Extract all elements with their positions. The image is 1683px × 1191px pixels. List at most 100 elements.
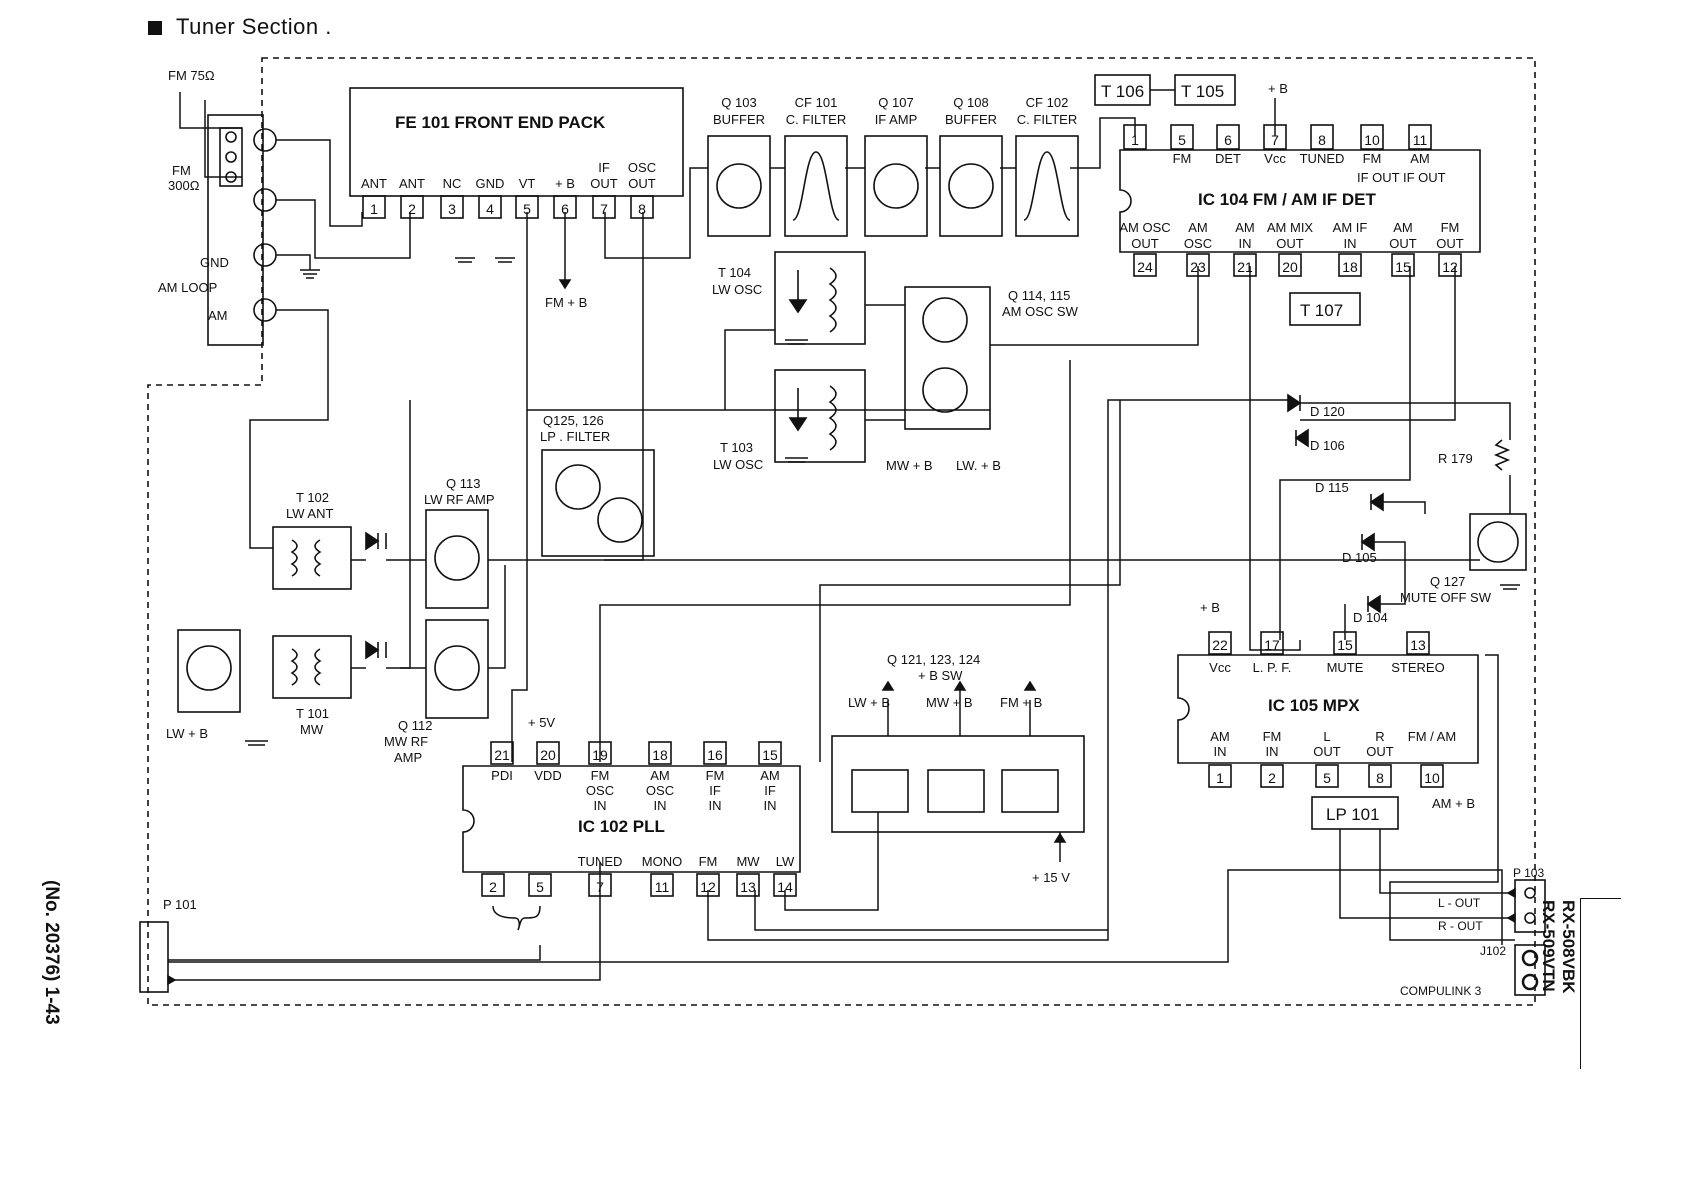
ic105-bot-pin-2-num: 2 (1268, 770, 1276, 786)
ic104-top-label-11: AM (1410, 151, 1430, 166)
am-loop-label: AM LOOP (158, 280, 217, 295)
q114-lw-b: LW. + B (956, 458, 1001, 473)
j102-jack-1-icon (1521, 949, 1539, 967)
transistor-icon-3 (948, 163, 994, 209)
fe101-pin-label-top-8: OSC (628, 160, 656, 175)
q124-switch-icon (1001, 769, 1059, 813)
ic105-box (1177, 654, 1479, 764)
ic104-top-pin-6-num: 6 (1224, 132, 1232, 148)
q125-ref: Q125, 126 (543, 413, 604, 428)
t107-label: T 107 (1300, 301, 1343, 320)
ic105-top-pin-15-num: 15 (1337, 637, 1353, 653)
ic102-top-label-16-2: IN (709, 798, 722, 813)
ic102-top-label-19-1: OSC (586, 783, 614, 798)
ceramic-filter-icon-4 (1023, 151, 1071, 221)
t104-label: LW OSC (712, 282, 762, 297)
ic102-top-label-16-1: IF (709, 783, 721, 798)
bullet-square-icon (148, 21, 162, 36)
ic102-top-label-15-2: IN (764, 798, 777, 813)
if-stage-box-4 (1015, 135, 1079, 237)
q121-ref: Q 121, 123, 124 (887, 652, 980, 667)
ic104-bot-pin-12-box (1438, 253, 1462, 277)
q112-transistor-icon (434, 645, 480, 691)
ic102-top-pin-20-box (536, 741, 560, 765)
ic104-bot-pin-20-num: 20 (1282, 259, 1298, 275)
ic104-bot-pin-18-num: 18 (1342, 259, 1358, 275)
ic102-bot-label-14: LW (776, 854, 795, 869)
if-stage-box-3 (939, 135, 1003, 237)
ic102-top-label-15-1: IF (764, 783, 776, 798)
ic105-bot-label2-2: IN (1266, 744, 1279, 759)
ic104-bot-label1-23: AM (1188, 220, 1208, 235)
ic105-top-label-17: L. P. F. (1253, 660, 1292, 675)
lp101-label: LP 101 (1326, 805, 1380, 824)
ic105-top-label-13: STEREO (1391, 660, 1444, 675)
fe101-pin-2-num: 2 (408, 201, 416, 217)
t103-label: LW OSC (713, 457, 763, 472)
ic105-top-pin-17-box (1260, 631, 1284, 655)
q113-ref: Q 113 (446, 476, 480, 491)
q127-transistor-icon (1477, 521, 1519, 563)
ic104-top-pin-5-box (1170, 124, 1194, 150)
q121-label: + B SW (918, 668, 963, 683)
q121-plus15: + 15 V (1032, 870, 1070, 885)
fe101-pin-label-bot-7: OUT (590, 176, 618, 191)
q114-mw-b: MW + B (886, 458, 933, 473)
ic102-bot-label-12: FM (699, 854, 718, 869)
ic105-title: IC 105 MPX (1268, 696, 1360, 715)
ic102-bot-label-13: MW (736, 854, 760, 869)
ic105-bot-pin-5-box (1315, 764, 1339, 788)
ic102-top-label-21-0: PDI (491, 768, 513, 783)
ic104-bot-pin-12-num: 12 (1442, 259, 1458, 275)
t101-label: MW (300, 722, 324, 737)
ic105-bot-pin-5-num: 5 (1323, 770, 1331, 786)
ic104-bot-label1-21: AM (1235, 220, 1255, 235)
ic104-bot-pin-15-num: 15 (1395, 259, 1411, 275)
fm75-label: FM 75Ω (168, 68, 215, 83)
mw-osc-transistor-icon (186, 645, 232, 691)
ic104-top-pin-11-num: 11 (1413, 132, 1428, 148)
q112-label-2: AMP (394, 750, 422, 765)
ic104-bot-pin-24-num: 24 (1137, 259, 1153, 275)
ic105-bot-pin-8-box (1368, 764, 1392, 788)
ic102-bot-pin-2-box (481, 873, 505, 897)
ic102-plus5v: + 5V (528, 715, 555, 730)
l-out-label: L - OUT (1438, 896, 1481, 910)
fe101-pin-label-5: VT (519, 176, 536, 191)
page-title-text: Tuner Section . (176, 14, 332, 39)
if-stage-label-0: BUFFER (713, 112, 765, 127)
ic102-title: IC 102 PLL (578, 817, 665, 836)
ic102-top-label-16-0: FM (706, 768, 725, 783)
q113-label: LW RF AMP (424, 492, 495, 507)
ic102-top-pin-20-num: 20 (540, 747, 556, 763)
ic102-top-pin-21-box (490, 741, 514, 765)
ic104-bot-label2-24: OUT (1131, 236, 1159, 251)
if-stage-label-3: BUFFER (945, 112, 997, 127)
ic104-bot-label2-12: OUT (1436, 236, 1464, 251)
t102-label: LW ANT (286, 506, 333, 521)
ic104-top-label-8: TUNED (1300, 151, 1345, 166)
ic102-top-pin-15-box (758, 741, 782, 765)
ic102-top-pin-16-num: 16 (707, 747, 723, 763)
ic104-top-pin-11-box (1408, 124, 1432, 150)
ic104-top-pin-6-box (1216, 124, 1240, 150)
q121-out-fm: FM + B (1000, 695, 1042, 710)
ic102-top-pin-18-box (648, 741, 672, 765)
q112-box (425, 619, 489, 719)
j102-connector (1514, 944, 1546, 996)
ic102-bot-pin-12-num: 12 (700, 879, 716, 895)
if-stage-ref-4: CF 102 (1026, 95, 1069, 110)
t102-coil-icon (290, 539, 322, 577)
ic104-bot-pin-24-box (1133, 253, 1157, 277)
t104-ref: T 104 (718, 265, 751, 280)
q126-transistor-icon (597, 497, 643, 543)
ic104-top-label-10: FM (1363, 151, 1382, 166)
q114-box (904, 286, 991, 430)
ic102-top-pin-16-box (703, 741, 727, 765)
if-stage-box-2 (864, 135, 928, 237)
ic104-bot-label1-18: AM IF (1333, 220, 1368, 235)
ic102-top-pin-18-num: 18 (652, 747, 668, 763)
p103-label: P 103 (1513, 866, 1544, 880)
